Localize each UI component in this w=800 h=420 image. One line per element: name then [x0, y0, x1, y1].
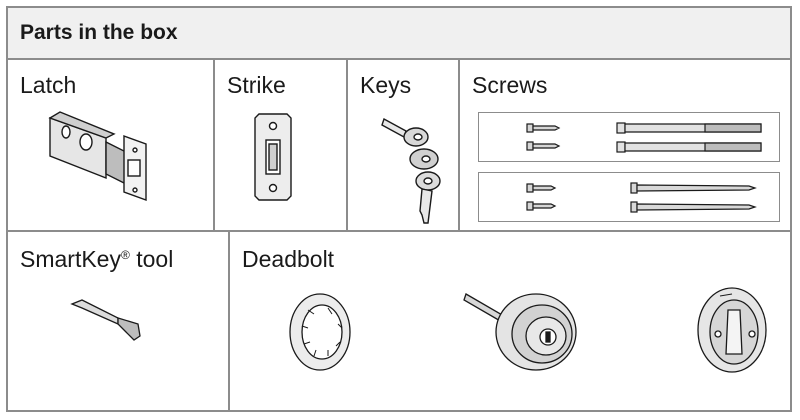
smartkey-tool-label: SmartKey® tool: [20, 246, 173, 273]
strike-illustration: [254, 113, 292, 201]
keys-label: Keys: [360, 72, 412, 98]
deadbolt-cylinder-ring: [289, 293, 351, 371]
smartkey-tool-suffix: tool: [129, 246, 174, 272]
keys-illustration: [381, 117, 441, 224]
row-divider: [8, 230, 790, 232]
cell-strike: Strike: [215, 60, 346, 230]
col-divider-latch-strike: [213, 60, 215, 230]
deadbolt-label: Deadbolt: [242, 246, 335, 272]
smartkey-tool-name: SmartKey: [20, 246, 121, 272]
latch-illustration: [48, 111, 147, 201]
cell-latch: Latch: [8, 60, 213, 230]
cell-smartkey-tool: SmartKey® tool: [8, 232, 228, 410]
screw-set-upper: [478, 112, 780, 162]
table-header: Parts in the box: [8, 8, 790, 60]
deadbolt-exterior-assembly: [463, 293, 577, 371]
cell-deadbolt: Deadbolt: [230, 232, 790, 410]
long-screws-lower: [630, 182, 757, 213]
registered-mark: ®: [120, 248, 130, 262]
smartkey-tool-illustration: [70, 299, 141, 341]
cell-screws: Screws: [460, 60, 790, 230]
strike-label: Strike: [227, 72, 286, 98]
col-divider-keys-screws: [458, 60, 460, 230]
table-title: Parts in the box: [20, 21, 178, 44]
short-screws-lower: [526, 183, 557, 211]
short-screws-upper: [526, 123, 561, 151]
cell-keys: Keys: [348, 60, 458, 230]
long-bolts-upper: [616, 122, 762, 153]
col-divider-strike-keys: [346, 60, 348, 230]
latch-label: Latch: [20, 72, 77, 98]
deadbolt-interior-thumbturn: [697, 287, 767, 373]
screws-label: Screws: [472, 72, 548, 98]
screw-set-lower: [478, 172, 780, 222]
parts-table: Parts in the box Latch Strike: [6, 6, 792, 412]
col-divider-tool-deadbolt: [228, 232, 230, 410]
